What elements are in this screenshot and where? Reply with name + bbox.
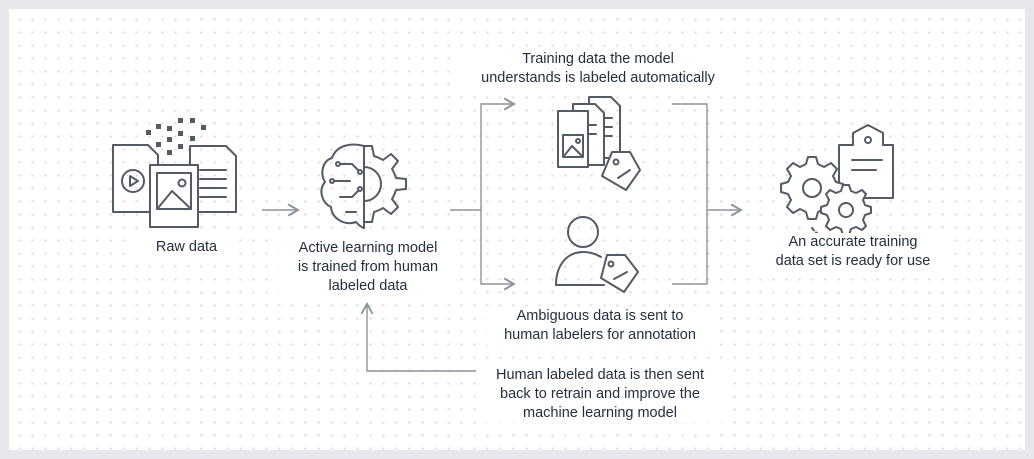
raw-data-label: Raw data (135, 238, 238, 257)
retrain-label: Human labeled data is then sent back to … (476, 366, 724, 423)
result-label: An accurate training data set is ready f… (759, 233, 947, 271)
arrow-retrain-loop (360, 302, 484, 372)
auto-labeled-label: Training data the model understands is l… (459, 50, 737, 88)
arrow-split-to-auto (480, 97, 516, 210)
active-model-label: Active learning model is trained from hu… (279, 239, 457, 296)
arrow-split-to-human (480, 210, 516, 291)
ambiguous-label: Ambiguous data is sent to human labelers… (487, 307, 713, 345)
line-auto-to-merge (672, 103, 708, 285)
